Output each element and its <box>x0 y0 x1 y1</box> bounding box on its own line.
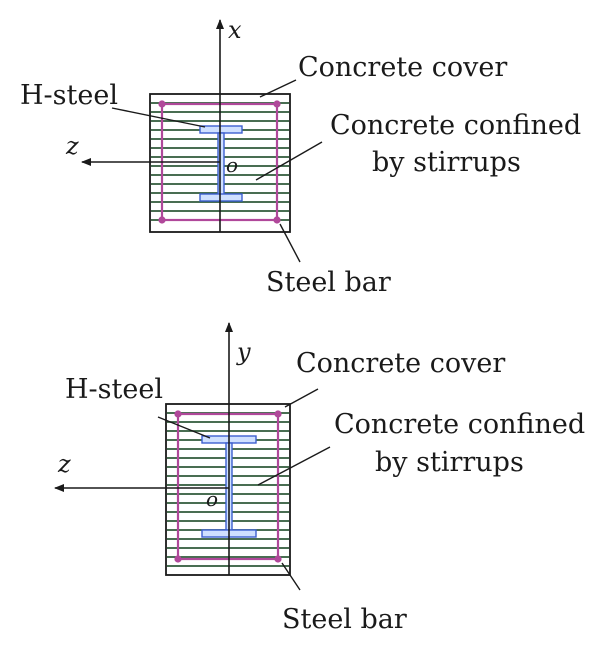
steel-bar-bottom-right <box>274 555 282 563</box>
confined-concrete-label-line1: Concrete confined <box>330 110 581 141</box>
section-figure-yz: y z o H-steel Concrete cover Concrete co… <box>54 322 585 635</box>
confined-concrete-leader <box>257 446 331 486</box>
steel-bar-label: Steel bar <box>282 604 407 635</box>
steel-bar-top-right <box>274 410 282 418</box>
steel-bar-top-left <box>158 100 166 108</box>
steel-bar-leader <box>279 223 301 263</box>
confined-concrete-label-line2: by stirrups <box>372 147 521 178</box>
h-steel-top-flange <box>199 125 243 134</box>
h-steel-label: H-steel <box>20 80 118 111</box>
h-steel-label: H-steel <box>65 374 163 405</box>
stirrup-outline <box>176 412 280 561</box>
steel-bar-label: Steel bar <box>266 267 391 298</box>
steel-bars <box>174 410 282 563</box>
concrete-cover-leader <box>259 79 297 98</box>
steel-bar-bottom-left <box>174 555 182 563</box>
steel-bars <box>158 100 281 224</box>
h-steel-web <box>217 132 225 196</box>
steel-bar-top-right <box>273 100 281 108</box>
h-steel-leader <box>157 416 211 439</box>
x-axis-label: x <box>228 16 242 44</box>
y-axis-label: y <box>236 338 251 366</box>
origin-label: o <box>206 487 218 511</box>
steel-bar-bottom-left <box>158 216 166 224</box>
origin-label: o <box>226 153 238 177</box>
steel-bar-top-left <box>174 410 182 418</box>
z-axis-label: z <box>57 450 71 478</box>
concrete-cover-label: Concrete cover <box>296 348 505 379</box>
confined-concrete-leader <box>255 141 323 181</box>
h-steel-section <box>199 125 243 202</box>
h-steel-leader <box>111 107 206 128</box>
confined-concrete-label-line1: Concrete confined <box>334 409 585 440</box>
steel-bar-leader <box>281 562 301 591</box>
confined-concrete-label-line2: by stirrups <box>375 447 524 478</box>
z-axis-label: z <box>65 132 79 160</box>
concrete-cover-label: Concrete cover <box>298 52 507 83</box>
steel-bar-bottom-right <box>273 216 281 224</box>
concrete-cover-leader <box>284 388 319 408</box>
h-steel-bottom-flange <box>199 193 243 202</box>
section-figure-xz: x z o H-steel Concrete cover Concrete co… <box>20 16 581 298</box>
